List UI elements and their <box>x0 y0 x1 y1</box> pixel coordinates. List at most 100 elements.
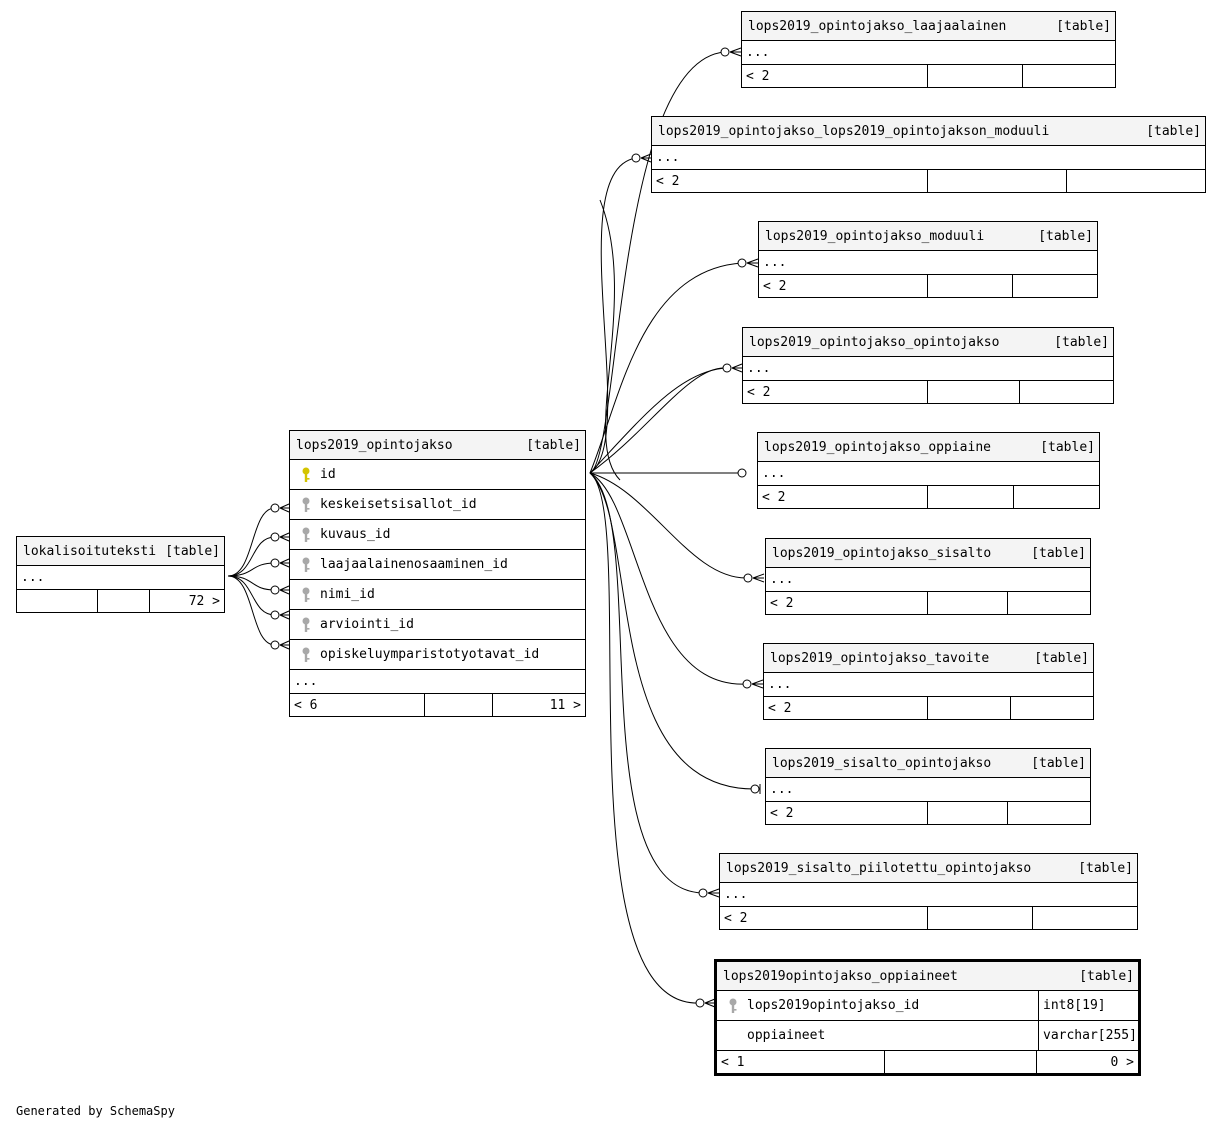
more-columns: ... <box>743 357 1113 381</box>
foreign-key-icon <box>300 557 312 573</box>
table-kind: [table] <box>1034 650 1089 666</box>
column-name: nimi_id <box>320 587 375 602</box>
table-header: lops2019_opintojakso_oppiaine [table] <box>758 433 1099 462</box>
table-lops2019-opintojakso-sisalto[interactable]: lops2019_opintojakso_sisalto[table]... < … <box>765 538 1091 615</box>
edge-opintojakso-b <box>589 367 728 474</box>
table-header: lops2019_sisalto_opintojakso[table] <box>766 749 1090 778</box>
edge-moduuli-link <box>589 157 637 474</box>
edge-sisalto <box>589 472 749 579</box>
parents-count: < 2 <box>768 700 792 716</box>
parents-count: < 2 <box>762 489 786 505</box>
table-footer: < 2 <box>764 697 1093 719</box>
table-lops2019opintojakso-oppiaineet[interactable]: lops2019opintojakso_oppiaineet [table] l… <box>714 959 1141 1076</box>
table-footer: < 2 <box>652 170 1205 192</box>
table-footer: < 2 <box>766 592 1090 614</box>
more-columns: ... <box>758 462 1099 486</box>
table-name: lops2019_opintojakso_opintojakso <box>749 334 1000 350</box>
table-name: lokalisoituteksti <box>23 543 157 559</box>
table-kind: [table] <box>1040 439 1095 455</box>
table-header: lops2019_opintojakso_lops2019_opintojaks… <box>652 117 1205 146</box>
table-name: lops2019_opintojakso_lops2019_opintojaks… <box>658 123 1050 139</box>
table-header: lokalisoituteksti [table] <box>17 537 224 566</box>
column-name: keskeisetsisallot_id <box>320 497 477 512</box>
column-type: int8[19] <box>1038 991 1138 1020</box>
children-count: 11 > <box>492 694 585 716</box>
parents-count: < 2 <box>656 173 680 189</box>
children-count: 72 > <box>149 590 224 612</box>
table-lops2019-sisalto-piilotettu-opintojakso[interactable]: lops2019_sisalto_piilotettu_opintojakso[… <box>719 853 1138 930</box>
column-row[interactable]: opiskeluymparistotyotavat_id <box>290 640 585 670</box>
foreign-key-icon <box>300 647 312 663</box>
edge-moduuli <box>589 262 743 474</box>
table-footer: < 1 0 > <box>717 1051 1138 1073</box>
parents-count: < 2 <box>746 68 770 84</box>
table-name: lops2019_opintojakso <box>296 437 453 453</box>
table-kind: [table] <box>1079 968 1134 984</box>
table-lops2019-sisalto-opintojakso[interactable]: lops2019_sisalto_opintojakso[table]...< … <box>765 748 1091 825</box>
table-footer: < 2 <box>758 486 1099 508</box>
table-kind: [table] <box>1078 860 1133 876</box>
table-footer: < 2 <box>759 275 1097 297</box>
column-name: id <box>320 467 336 482</box>
table-header: lops2019_opintojakso_moduuli[table] <box>759 222 1097 251</box>
table-kind: [table] <box>526 437 581 453</box>
column-name: oppiaineet <box>747 1028 826 1043</box>
column-name: opiskeluymparistotyotavat_id <box>320 647 540 662</box>
table-header: lops2019_opintojakso_tavoite[table] <box>764 644 1093 673</box>
column-row[interactable]: keskeisetsisallot_id <box>290 490 585 520</box>
table-footer: < 2 <box>720 907 1137 929</box>
more-columns: ... <box>766 568 1090 592</box>
column-name: arviointi_id <box>320 617 414 632</box>
parents-count: < 2 <box>770 595 794 611</box>
more-columns: ... <box>290 670 585 694</box>
table-lops2019-opintojakso-moduuli[interactable]: lops2019_opintojakso_moduuli[table]... < … <box>758 221 1098 298</box>
table-header: lops2019_opintojakso_opintojakso [table] <box>743 328 1113 357</box>
edge-laajaalainen <box>589 51 726 474</box>
parents-count: < 2 <box>763 278 787 294</box>
table-lops2019-opintojakso-opintojakso[interactable]: lops2019_opintojakso_opintojakso [table].… <box>742 327 1114 404</box>
primary-key-icon <box>300 467 312 483</box>
table-lops2019-opintojakso-lops2019-opintojakson-moduuli[interactable]: lops2019_opintojakso_lops2019_opintojaks… <box>651 116 1206 193</box>
table-name: lops2019_opintojakso_oppiaine <box>764 439 991 455</box>
table-header: lops2019_opintojakso_sisalto[table] <box>766 539 1090 568</box>
column-name: kuvaus_id <box>320 527 391 542</box>
column-row[interactable]: arviointi_id <box>290 610 585 640</box>
table-footer: < 2 <box>766 802 1090 824</box>
edge-tavoite <box>589 472 748 685</box>
more-columns: ... <box>742 41 1115 65</box>
table-footer: < 2 <box>742 65 1115 87</box>
edge-oppiaineet <box>589 472 701 1004</box>
column-row[interactable]: kuvaus_id <box>290 520 585 550</box>
table-name: lops2019opintojakso_oppiaineet <box>723 968 958 984</box>
column-row[interactable]: nimi_id <box>290 580 585 610</box>
children-count: 0 > <box>1036 1051 1138 1073</box>
edge-crossing <box>599 199 621 481</box>
foreign-key-icon <box>300 587 312 603</box>
table-header: lops2019_opintojakso_laajaalainen[table] <box>742 12 1115 41</box>
parents-count: < 6 <box>294 697 318 713</box>
table-lops2019-opintojakso-laajaalainen[interactable]: lops2019_opintojakso_laajaalainen[table]… <box>741 11 1116 88</box>
table-lops2019-opintojakso-oppiaine[interactable]: lops2019_opintojakso_oppiaine [table]... <… <box>757 432 1100 509</box>
column-row[interactable]: laajaalainenosaaminen_id <box>290 550 585 580</box>
table-kind: [table] <box>1031 755 1086 771</box>
more-columns: ... <box>17 566 224 590</box>
table-lops2019-opintojakso[interactable]: lops2019_opintojakso [table] id keskeiset… <box>289 430 586 717</box>
table-name: lops2019_opintojakso_laajaalainen <box>748 18 1007 34</box>
more-columns: ... <box>720 883 1137 907</box>
table-kind: [table] <box>165 543 220 559</box>
foreign-key-icon <box>727 998 739 1014</box>
table-lokalisoituteksti[interactable]: lokalisoituteksti [table] ... 72 > <box>16 536 225 613</box>
table-header: lops2019opintojakso_oppiaineet [table] <box>717 962 1138 991</box>
parents-count: < 2 <box>724 910 748 926</box>
table-lops2019-opintojakso-tavoite[interactable]: lops2019_opintojakso_tavoite[table]...< … <box>763 643 1094 720</box>
table-name: lops2019_opintojakso_sisalto <box>772 545 992 561</box>
table-kind: [table] <box>1054 334 1109 350</box>
more-columns: ... <box>759 251 1097 275</box>
table-footer: < 6 11 > <box>290 694 585 716</box>
table-header: lops2019_sisalto_piilotettu_opintojakso[… <box>720 854 1137 883</box>
column-row[interactable]: id <box>290 460 585 490</box>
parents-count: < 2 <box>770 805 794 821</box>
